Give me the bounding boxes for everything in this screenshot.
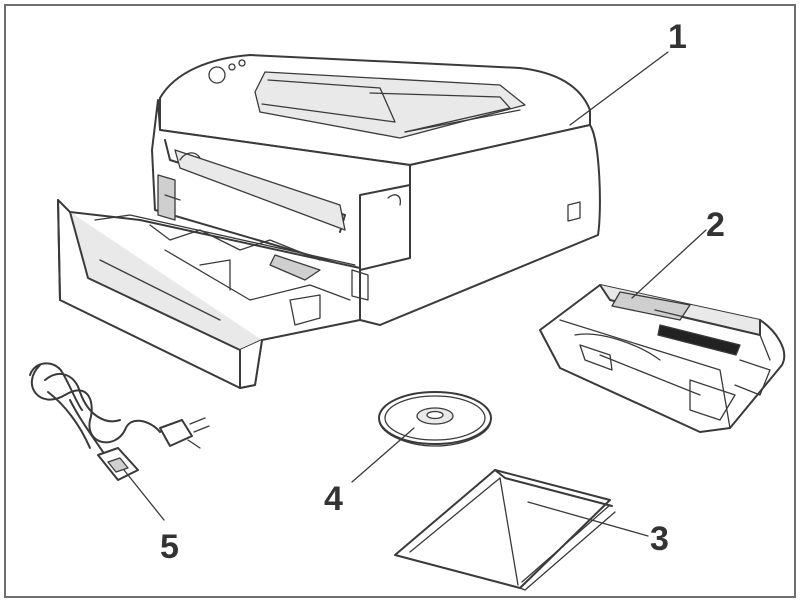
drum-toner-illustration: [539, 284, 786, 433]
callout-leader-1: [569, 51, 669, 126]
callout-leader-3: [527, 501, 649, 537]
callout-number-2: 2: [706, 206, 725, 244]
callout-leader-2: [631, 229, 707, 299]
callout-number-5: 5: [160, 528, 179, 566]
manual-booklet-illustration: [394, 469, 616, 591]
callout-leader-5: [123, 469, 165, 521]
callout-leader-4: [351, 427, 415, 483]
cdrom-illustration: [378, 391, 492, 447]
callout-number-1: 1: [668, 18, 687, 56]
paper-tray-illustration: [57, 199, 369, 389]
power-cord-illustration: [29, 362, 210, 481]
callout-number-3: 3: [650, 520, 669, 558]
printer-illustration: [151, 54, 601, 326]
callout-number-4: 4: [324, 480, 343, 518]
